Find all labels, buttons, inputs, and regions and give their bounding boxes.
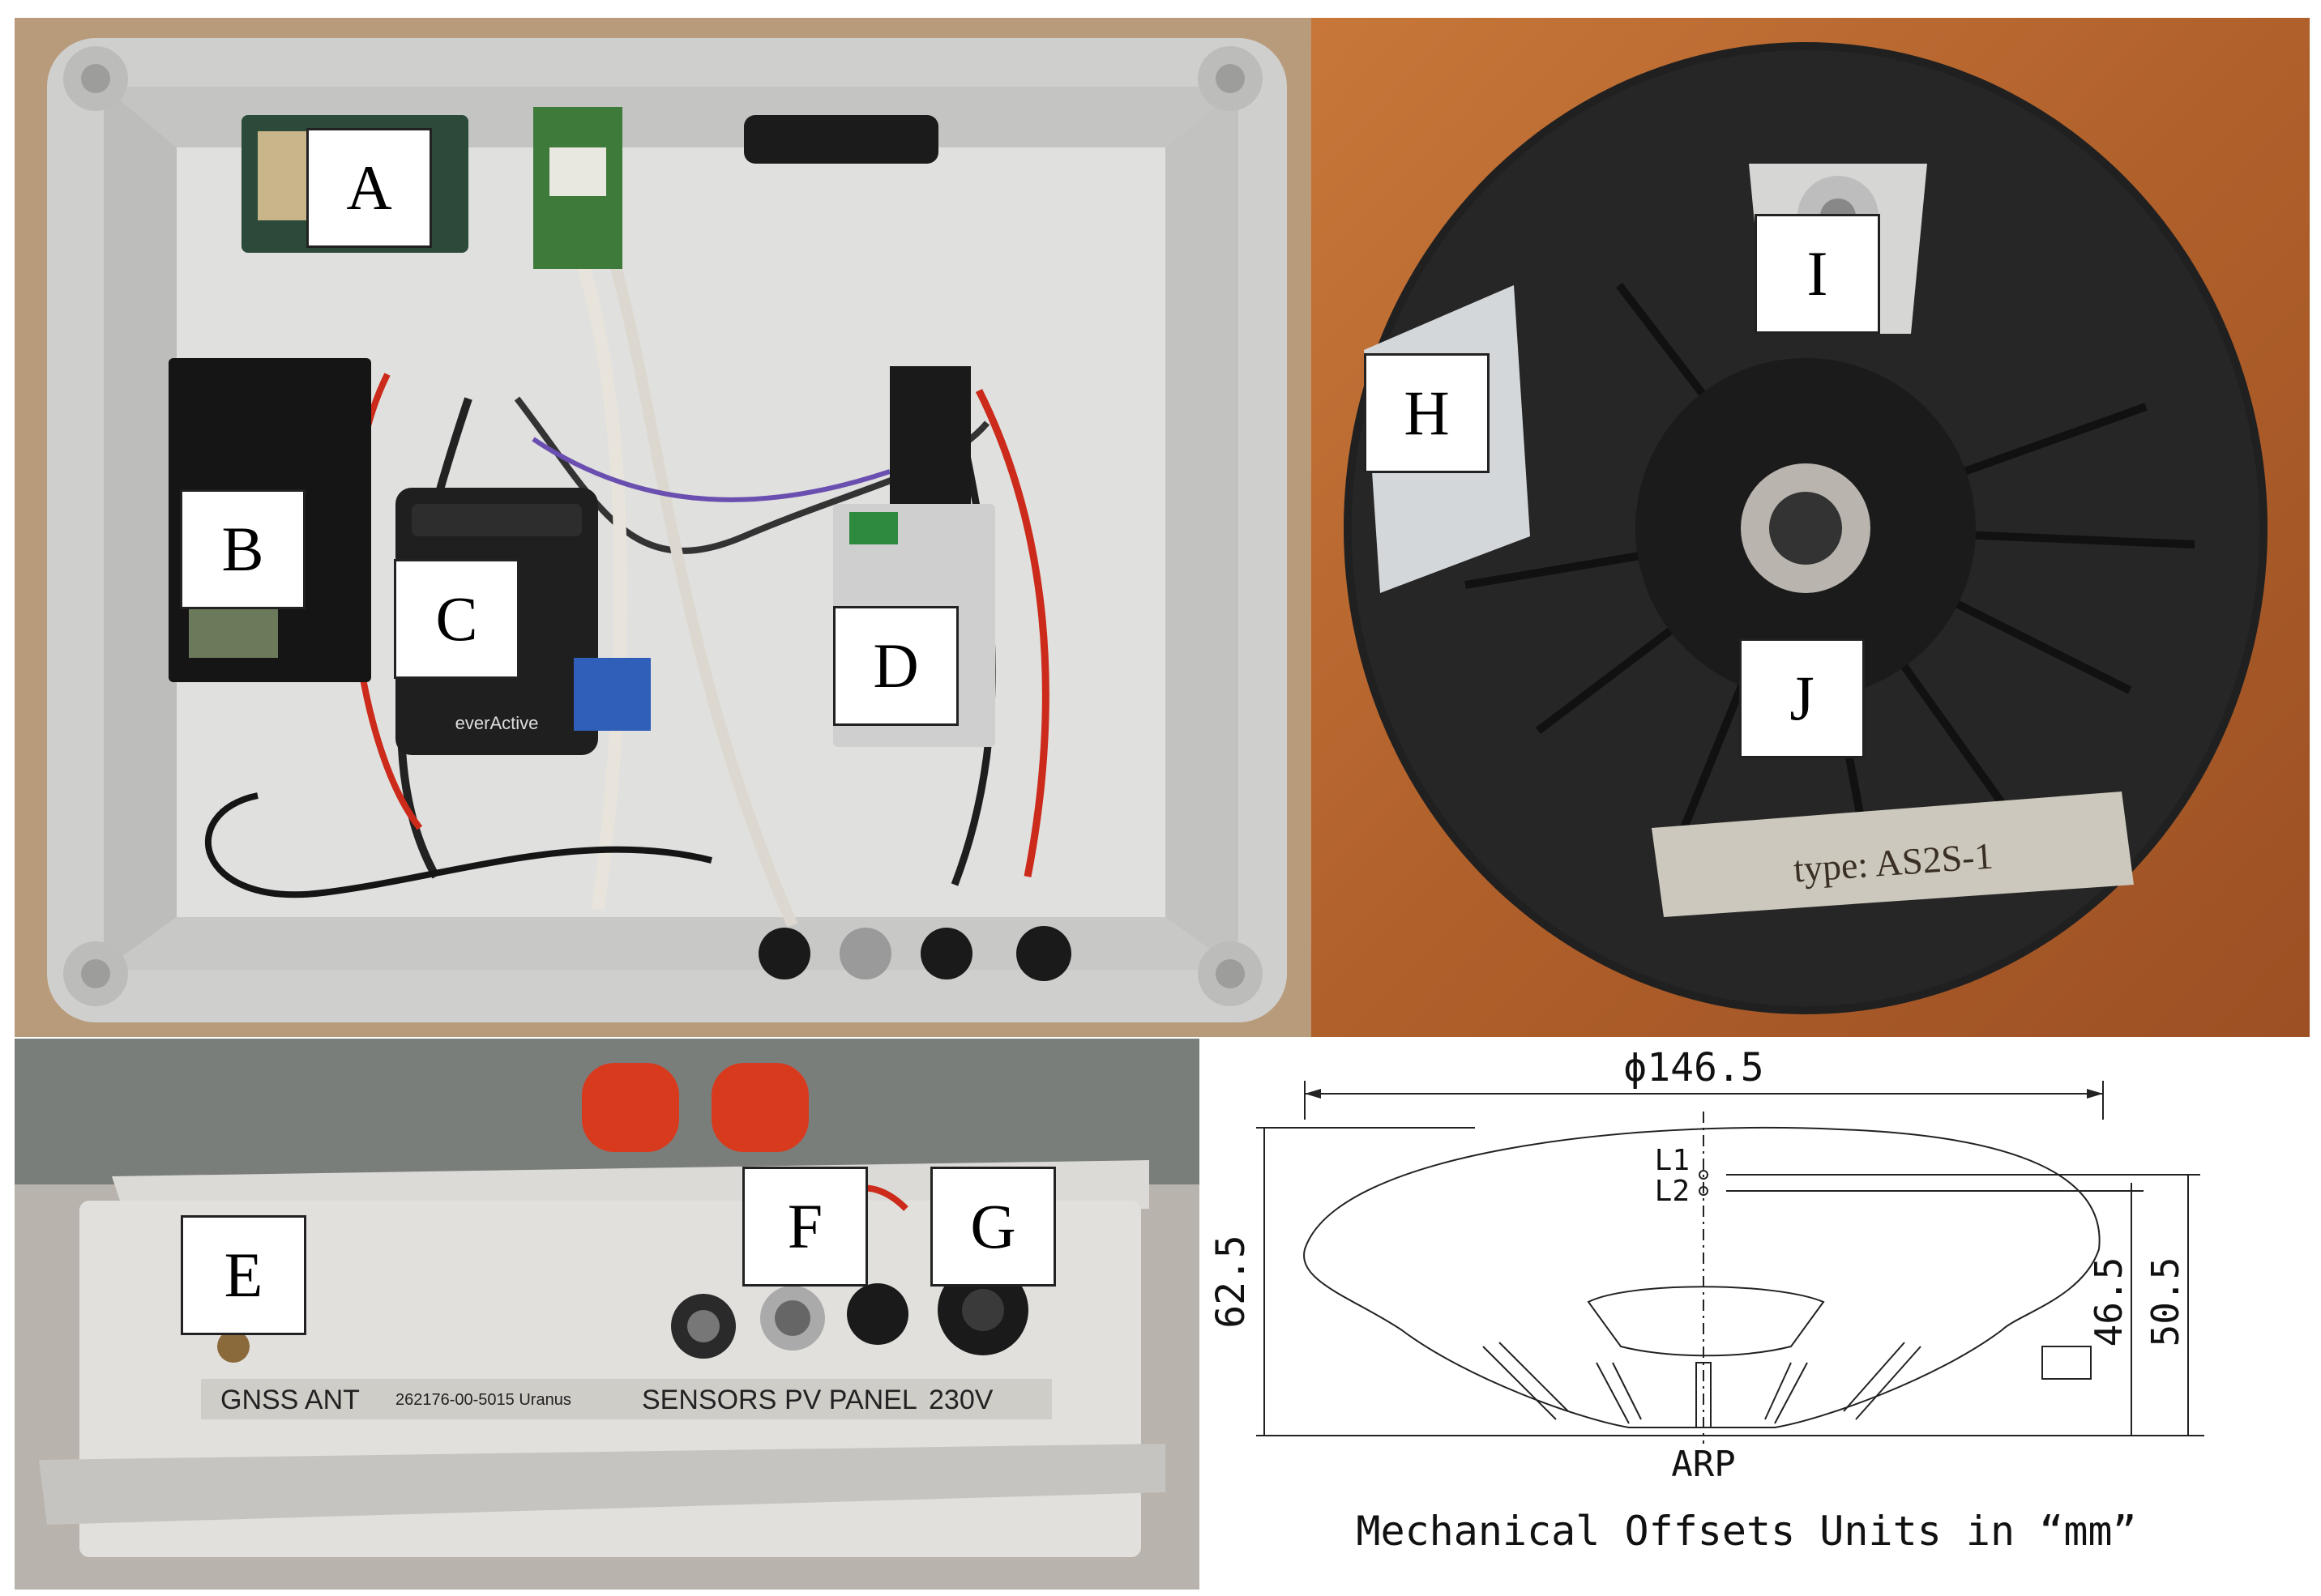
label-c: C bbox=[394, 559, 519, 679]
gnss-ant-label: GNSS ANT bbox=[220, 1385, 360, 1415]
label-i: I bbox=[1755, 214, 1880, 334]
label-h: H bbox=[1364, 353, 1490, 473]
label-a: A bbox=[306, 128, 432, 248]
drawing-caption: Mechanical Offsets Units in “mm” bbox=[1356, 1508, 2136, 1555]
antenna-mechanical-drawing: ϕ146.5 62.5 L1 L2 46.5 50.5 ARP Mechanic… bbox=[1208, 1039, 2310, 1590]
antenna-bottom-photo: type: AS2S-1 bbox=[1311, 18, 2310, 1037]
label-f: F bbox=[742, 1167, 868, 1287]
offset-46-5: 46.5 bbox=[2087, 1257, 2131, 1347]
label-j: J bbox=[1739, 638, 1865, 758]
sensors-label: SENSORS bbox=[642, 1385, 777, 1415]
label-b: B bbox=[180, 489, 306, 609]
arp-label: ARP bbox=[1671, 1444, 1735, 1485]
mains-230v-label: 230V bbox=[929, 1385, 994, 1415]
label-e: E bbox=[181, 1215, 306, 1335]
diameter-dimension: ϕ146.5 bbox=[1623, 1045, 1763, 1090]
l1-label: L1 bbox=[1655, 1144, 1690, 1177]
serial-number-label: 262176-00-5015 Uranus bbox=[395, 1391, 571, 1409]
offset-50-5: 50.5 bbox=[2144, 1257, 2187, 1347]
logger-brand-text: everActive bbox=[455, 713, 539, 733]
label-g: G bbox=[930, 1167, 1056, 1287]
l2-label: L2 bbox=[1655, 1175, 1690, 1208]
height-dimension: 62.5 bbox=[1208, 1235, 1254, 1329]
label-d: D bbox=[833, 606, 959, 726]
pv-panel-label: PV PANEL bbox=[784, 1385, 917, 1415]
enclosure-interior-photo: everActive bbox=[15, 18, 1311, 1037]
